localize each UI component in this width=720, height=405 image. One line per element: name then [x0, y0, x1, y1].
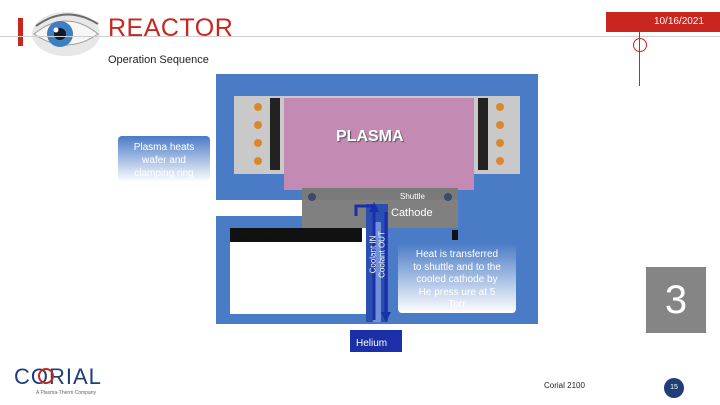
- corial-logo-text: CORIAL: [14, 364, 102, 389]
- coolant-out-label: Coolant OUT: [377, 231, 387, 278]
- coolant-in-arrowhead: [369, 202, 379, 212]
- page-subtitle: Operation Sequence: [108, 54, 209, 66]
- callout-right-line: cooled cathode by: [416, 274, 498, 285]
- date-badge: 10/16/2021: [606, 12, 720, 32]
- coolant-in-label: Coolant IN: [368, 235, 378, 274]
- shuttle-bolt-left: [308, 193, 316, 201]
- corial-logo: CORIAL A Plasma-Therm Company: [14, 364, 102, 396]
- heater-elements: [254, 103, 504, 165]
- plasma-region: [284, 98, 474, 190]
- loading-tool-label: Loading tool: [232, 233, 276, 242]
- coolant-arrows: [354, 204, 388, 320]
- callout-left-line: wafer and: [142, 155, 186, 166]
- left-electrode: [270, 98, 280, 170]
- callout-right-line: Torr: [448, 299, 466, 310]
- callout-right-line: He press ure at 5: [418, 286, 496, 298]
- shuttle: [302, 188, 458, 200]
- header-rule: [0, 36, 720, 37]
- title-accent-bar: [18, 18, 23, 46]
- header-vertical-rule: [639, 26, 640, 86]
- eye-logo-icon: [32, 12, 100, 56]
- loading-channel-left: [126, 200, 304, 216]
- shuttle-bolt-right: [444, 193, 452, 201]
- right-electrode: [478, 98, 488, 170]
- callout-right-line: to shuttle and to the: [413, 261, 501, 273]
- helium-label: Helium: [356, 338, 388, 349]
- loading-tool-stem: [452, 230, 458, 240]
- loading-area: [230, 228, 370, 314]
- corial-logo-tagline: A Plasma-Therm Company: [36, 390, 97, 396]
- heat-transfer-callout: Heat is transferred to shuttle and to th…: [398, 243, 516, 313]
- helium-box: [350, 330, 402, 352]
- callout-left-line: clamping ring: [134, 168, 194, 179]
- loading-tool: [230, 228, 362, 242]
- page-number: 15: [664, 378, 684, 398]
- callout-left-line: Plasma heats: [133, 142, 195, 153]
- cathode-label: Cathode: [391, 207, 433, 219]
- crosshair-icon: [633, 38, 647, 52]
- shuttle-label: Shuttle: [400, 192, 425, 201]
- page-title: REACTOR: [108, 14, 234, 42]
- callout-right-line: Heat is transferred: [415, 249, 499, 260]
- plasma-label: PLASMA: [336, 128, 404, 145]
- coolant-out-arrowhead: [381, 312, 391, 322]
- step-number-badge: 3: [646, 267, 706, 333]
- product-name: Corial 2100: [544, 381, 585, 390]
- coolant-pipe-inner: [373, 222, 381, 322]
- plasma-heats-callout: Plasma heats wafer and clamping ring: [118, 136, 210, 182]
